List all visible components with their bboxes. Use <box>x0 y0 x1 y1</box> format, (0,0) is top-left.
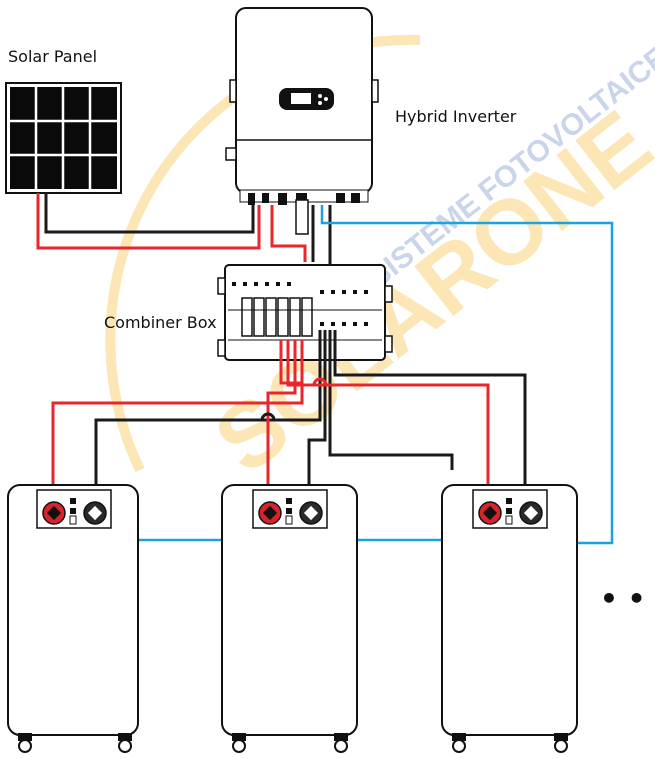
battery-icon <box>441 484 578 753</box>
wire-crossings <box>260 377 328 421</box>
solar-panel-label: Solar Panel <box>8 47 98 66</box>
caster-wheel-icon <box>232 733 246 753</box>
caster-wheel-icon <box>554 733 568 753</box>
terminal-icon <box>299 501 323 525</box>
solar-panel-icon <box>5 82 122 194</box>
terminal-icon <box>478 501 502 525</box>
terminal-icon <box>519 501 543 525</box>
combiner-box-label: Combiner Box <box>104 313 217 332</box>
caster-wheel-icon <box>118 733 132 753</box>
battery-icon <box>221 484 358 753</box>
terminal-icon <box>83 501 107 525</box>
caster-wheel-icon <box>18 733 32 753</box>
combiner-box-icon <box>217 264 393 361</box>
hybrid-inverter-label: Hybrid Inverter <box>395 107 517 126</box>
caster-wheel-icon <box>334 733 348 753</box>
positive-wires <box>36 193 490 505</box>
hybrid-inverter-icon <box>225 7 379 235</box>
terminal-icon <box>258 501 282 525</box>
terminal-icon <box>42 501 66 525</box>
battery-icon <box>7 484 139 753</box>
negative-wires <box>44 193 527 505</box>
caster-wheel-icon <box>452 733 466 753</box>
continuation-indicator: • • • <box>600 582 655 615</box>
